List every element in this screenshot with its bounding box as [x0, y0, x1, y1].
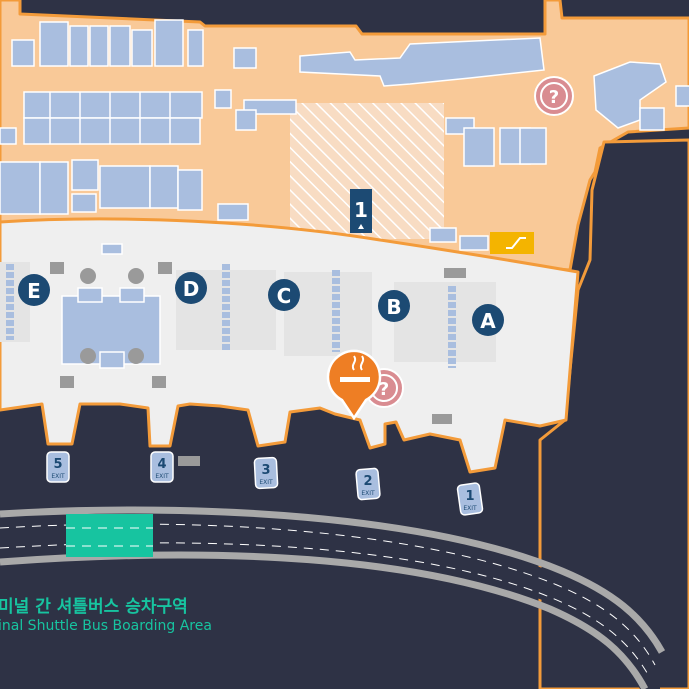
landside-buildings: [0, 19, 689, 251]
counter-d-badge[interactable]: D: [175, 272, 207, 304]
exit-4-number: 4: [157, 457, 166, 472]
information-question-icon[interactable]: ?: [534, 76, 574, 116]
svg-text:?: ?: [549, 87, 559, 108]
exit-4-badge[interactable]: 4 EXIT: [150, 451, 174, 483]
counter-a-badge[interactable]: A: [472, 304, 504, 336]
counter-c-label: C: [277, 284, 292, 308]
counter-e-badge[interactable]: E: [18, 274, 50, 306]
floor-badge-label: 1: [354, 198, 368, 222]
counter-e-label: E: [27, 279, 41, 303]
floor-arrow-icon: [358, 224, 364, 229]
counter-rows: [6, 264, 456, 368]
exit-5-number: 5: [53, 457, 62, 472]
shuttle-area-title-ko: 미널 간 셔틀버스 승차구역: [0, 597, 188, 617]
exit-5-label: EXIT: [51, 473, 65, 480]
exit-1-label: EXIT: [463, 505, 477, 512]
counter-b-label: B: [386, 295, 401, 319]
svg-text:?: ?: [379, 379, 389, 400]
exit-2-badge[interactable]: 2 EXIT: [355, 467, 381, 501]
counter-c-badge[interactable]: C: [268, 279, 300, 311]
top-buildings: [38, 0, 689, 30]
exit-2-label: EXIT: [361, 490, 375, 497]
exit-4-label: EXIT: [155, 473, 169, 480]
pillars: [50, 262, 466, 466]
smoking-area-pin-icon[interactable]: [326, 349, 382, 421]
shuttle-boarding-area[interactable]: [66, 514, 153, 557]
exit-1-badge[interactable]: 1 EXIT: [456, 482, 484, 516]
exit-1-number: 1: [465, 489, 474, 504]
central-building: [61, 243, 161, 369]
exit-5-badge[interactable]: 5 EXIT: [46, 451, 70, 483]
floor-badge[interactable]: 1: [350, 189, 372, 233]
escalator-icon[interactable]: [490, 232, 534, 254]
counter-a-label: A: [480, 309, 496, 333]
counter-b-badge[interactable]: B: [378, 290, 410, 322]
exit-3-badge[interactable]: 3 EXIT: [253, 456, 279, 490]
counter-d-label: D: [183, 277, 200, 301]
exit-3-label: EXIT: [259, 479, 273, 486]
exit-3-number: 3: [261, 463, 270, 478]
right-dark-block: [538, 138, 689, 689]
exit-2-number: 2: [363, 474, 372, 489]
shuttle-area-title-en: inal Shuttle Bus Boarding Area: [0, 618, 212, 634]
